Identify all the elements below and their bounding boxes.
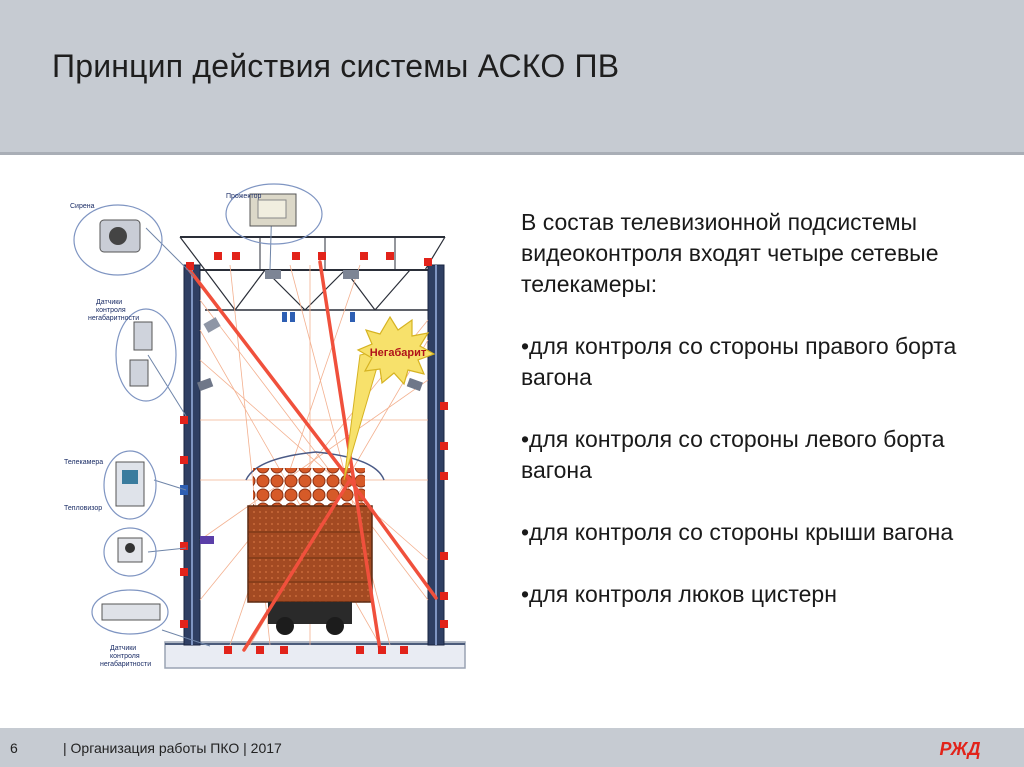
bottom-sensor-icon — [101, 603, 161, 621]
car-body — [247, 505, 373, 603]
slide-footer: 6 | Организация работы ПКО | 2017 РЖД — [0, 728, 1024, 767]
camera-list-intro: В состав телевизионной подсистемы видеок… — [521, 209, 939, 297]
portal-truss — [179, 236, 446, 311]
oversize-label: Негабарит — [370, 347, 427, 359]
camera-list: В состав телевизионной подсистемы видеок… — [521, 207, 1001, 641]
callout-camera: Телекамера — [64, 450, 157, 520]
sensors-top-label-2: контроля — [96, 307, 126, 314]
ground-platform — [164, 641, 466, 669]
callout-sensors-top: Датчики контроля негабаритности — [88, 299, 177, 402]
siren-label: Сирена — [70, 203, 95, 210]
camera-list-item: •для контроля со стороны крыши вагона — [521, 519, 954, 545]
sensors-bottom-label-2: контроля — [110, 653, 140, 660]
page-number: 6 — [10, 740, 18, 756]
oversize-burst — [356, 315, 436, 386]
thermal-label: Тепловизор — [64, 505, 102, 512]
sensors-top-label-1: Датчики — [96, 299, 122, 306]
sensor-icon — [133, 321, 153, 351]
sensors-bottom-label-1: Датчики — [110, 645, 136, 652]
rzd-logo: РЖД — [939, 739, 980, 759]
footer-caption: | Организация работы ПКО | 2017 — [63, 740, 282, 756]
sensors-bottom-label-3: негабаритности — [100, 660, 151, 668]
sensor-blocks — [180, 252, 448, 654]
camera-list-item: •для контроля со стороны правого борта в… — [521, 333, 957, 390]
camera-list-item: •для контроля люков цистерн — [521, 581, 837, 607]
railcar — [245, 451, 385, 635]
callout-sensors-bottom: Датчики контроля негабаритности — [91, 589, 169, 668]
camera-label: Телекамера — [64, 459, 103, 466]
projector-icon — [249, 193, 297, 227]
projector-label: Прожектор — [226, 193, 261, 200]
rzd-logo-text: РЖД — [939, 739, 980, 759]
callout-projector: Прожектор — [225, 183, 323, 245]
mounted-cameras — [180, 270, 423, 544]
callout-siren: Сирена — [70, 203, 163, 276]
callout-connectors — [145, 199, 273, 647]
slide-title: Принцип действия системы АСКО ПВ — [52, 48, 620, 84]
sensors-top-label-3: негабаритности — [88, 314, 139, 322]
asko-pv-diagram: Негабарит — [64, 183, 466, 669]
camera-list-item: •для контроля со стороны левого борта ва… — [521, 426, 945, 483]
slide-header: Принцип действия системы АСКО ПВ — [0, 0, 1024, 155]
log-load — [253, 468, 365, 508]
callout-thermal: Тепловизор — [64, 505, 157, 577]
